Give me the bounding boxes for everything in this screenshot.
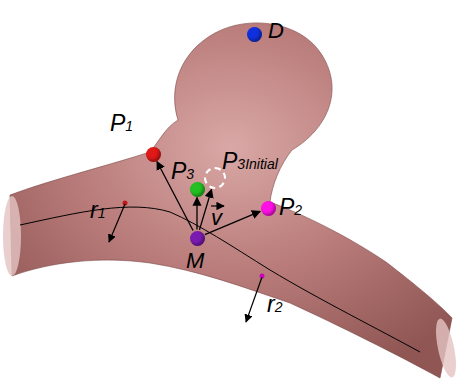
radius-label: r2 bbox=[267, 293, 282, 316]
radius-arrow bbox=[246, 277, 262, 322]
vessel-cap bbox=[432, 317, 458, 379]
centerline bbox=[20, 207, 420, 352]
point-dot: P1 bbox=[146, 147, 161, 162]
point-label: D bbox=[268, 20, 284, 42]
radius-label: r1 bbox=[90, 199, 105, 222]
point-dot: D bbox=[247, 27, 262, 42]
vessel-surface bbox=[10, 23, 452, 378]
point-label: P2 bbox=[279, 196, 302, 219]
point-label: M bbox=[186, 250, 204, 272]
vessel-cap bbox=[3, 196, 21, 276]
point-dot: M bbox=[190, 231, 205, 246]
point-label: P3 bbox=[171, 160, 194, 183]
point-label: P3Initial bbox=[222, 150, 278, 173]
vector-label: v bbox=[211, 207, 222, 229]
radius-arrow bbox=[109, 204, 125, 242]
vector-arrow bbox=[196, 198, 197, 230]
point-label: P1 bbox=[110, 112, 133, 135]
point-dot: P3 bbox=[190, 182, 205, 197]
point-dot: P2 bbox=[261, 201, 276, 216]
initial-position-circle: P3Initial bbox=[204, 167, 226, 189]
